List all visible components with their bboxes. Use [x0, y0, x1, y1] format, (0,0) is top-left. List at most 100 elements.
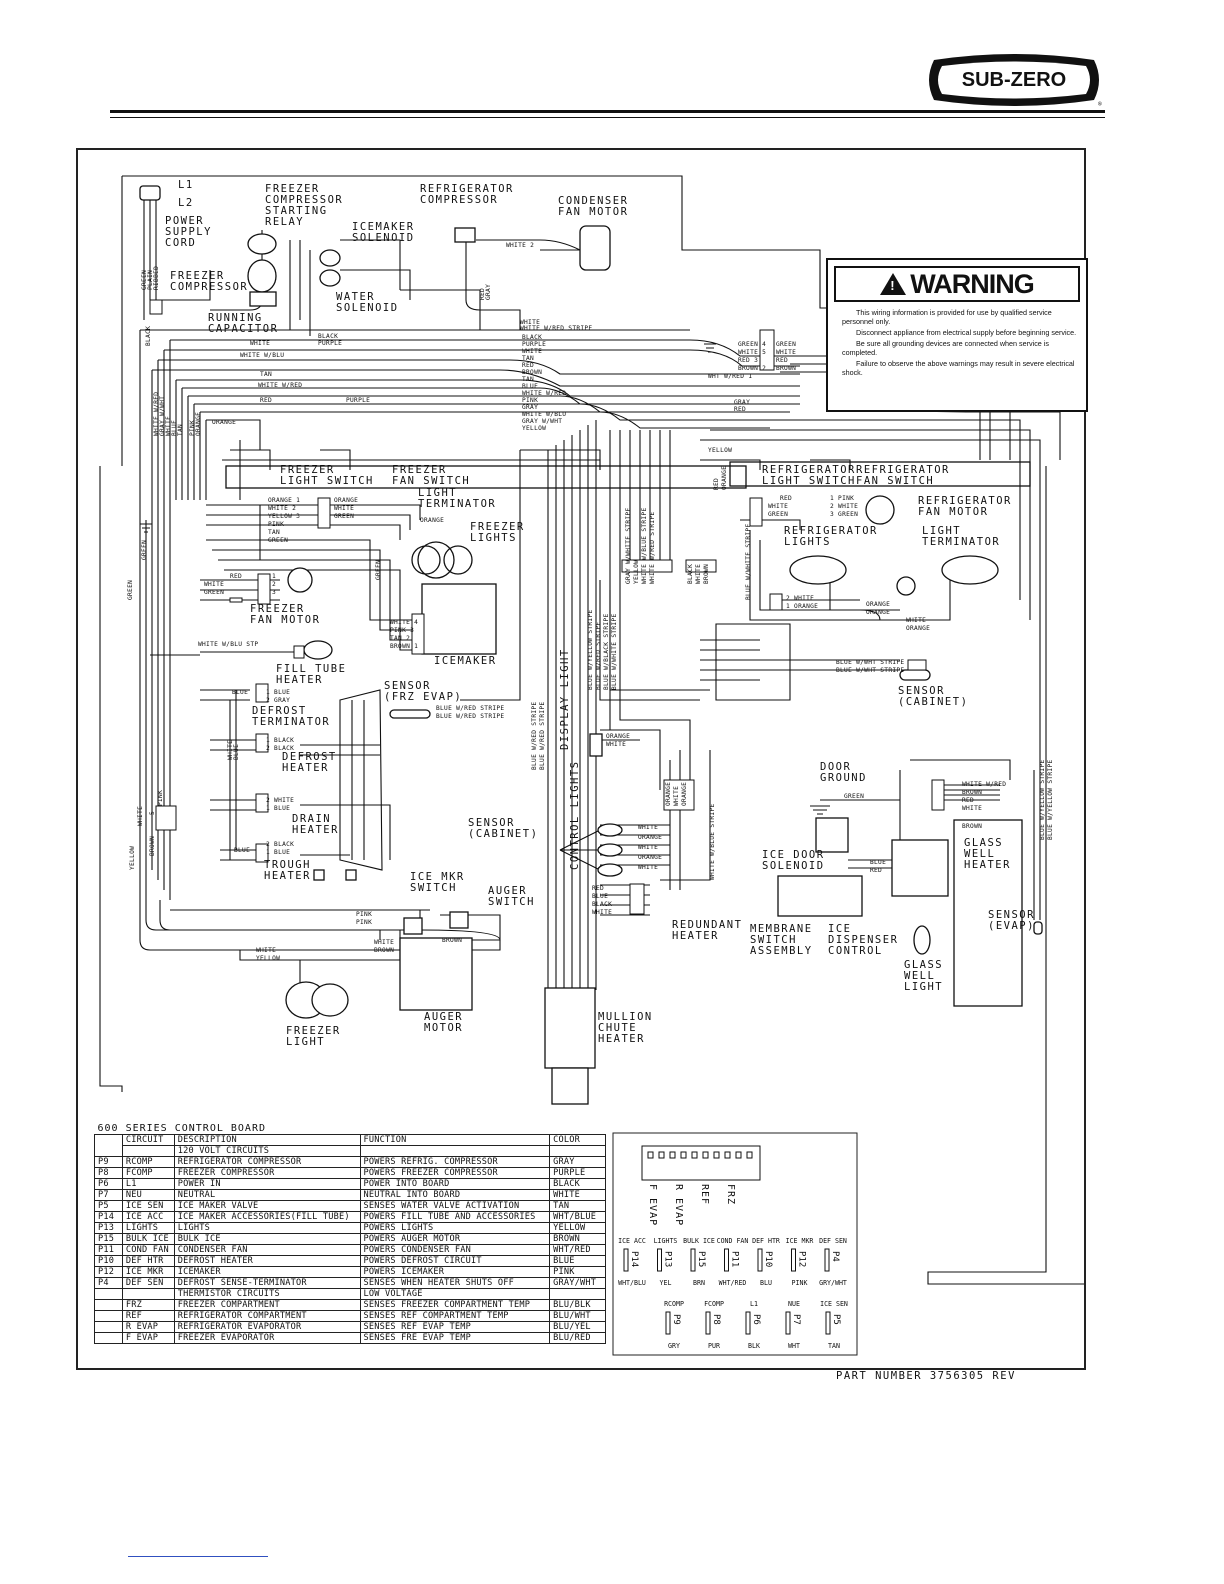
thermistor-label: F EVAP: [647, 1184, 658, 1226]
connector-pin: [680, 1151, 687, 1159]
sensor-cabinet-ref-2: (CABINET): [898, 696, 968, 708]
pin-terminal: [745, 1311, 751, 1335]
ref-fan-switch-1: REFRIGERATOR: [856, 464, 950, 476]
light-term-ref-2: TERMINATOR: [922, 536, 1000, 548]
pin-label: NUE: [788, 1300, 800, 1308]
defrost-terminator-2: TERMINATOR: [252, 716, 330, 728]
wire-label: GREEN: [375, 560, 382, 580]
wire-label: WHITE: [776, 349, 796, 356]
connector-plugs: [149, 299, 945, 915]
wire-label: 3 GREEN: [830, 511, 858, 518]
wire-label: WHITE W/BLU STP: [198, 641, 258, 648]
section-blank: [94, 1288, 123, 1300]
wire-label: WHITE: [906, 617, 926, 624]
redundant-heater-1: REDUNDANT: [672, 919, 742, 931]
wire-label: GREEN: [334, 513, 354, 520]
pin-id: P11: [730, 1251, 740, 1267]
connector-pin: [691, 1151, 698, 1159]
footer-link-underline[interactable]: [128, 1556, 268, 1557]
wire-label: YELLOW: [708, 447, 732, 454]
pin-terminal: [824, 1248, 830, 1272]
wire-label: GREEN: [141, 270, 148, 290]
table-cell: P15: [94, 1233, 123, 1245]
wire-label: RED: [479, 288, 486, 300]
membrane-switch-3: ASSEMBLY: [750, 945, 813, 957]
wire-label: WHITE 5: [738, 349, 766, 356]
pin-label: ICE SEN: [820, 1300, 848, 1308]
wire-label: BLUE W/RED STRIPE: [595, 622, 602, 690]
table-cell: FREEZER COMPRESSOR: [173, 1167, 361, 1179]
glass-well-heater-1: GLASS: [964, 837, 1003, 849]
wire-label: BLUE W/RED STRIPE: [436, 705, 504, 712]
wire-label: BLUE: [232, 689, 248, 696]
pin-color: BLU: [760, 1279, 772, 1287]
wire-label: YELLOW: [256, 955, 280, 962]
warning-header: ! WARNING: [834, 266, 1080, 302]
table-cell: NEUTRAL INTO BOARD: [359, 1189, 551, 1201]
pin-id: P5: [831, 1314, 841, 1325]
relay-label-1: FREEZER: [265, 183, 320, 195]
table-cell: SENSES WHEN HEATER SHUTS OFF: [359, 1277, 551, 1289]
pin-color: BRN: [693, 1279, 705, 1287]
l1-label: L1: [178, 179, 194, 191]
warning-box: ! WARNING This wiring information is pro…: [826, 258, 1088, 412]
wire-label: ORANGE: [606, 733, 630, 740]
pin-label: RCOMP: [664, 1300, 684, 1308]
wire-label: WHITE W/BLU: [522, 411, 566, 418]
wire-label: GRAY W/WHT: [159, 396, 166, 436]
pin-label: FCOMP: [704, 1300, 724, 1308]
sensor-frz-evap-1: SENSOR: [384, 680, 431, 692]
wire-label: BLACK: [592, 901, 612, 908]
wire-label: WHITE: [638, 844, 658, 851]
sensor-evap-1: SENSOR: [988, 909, 1035, 921]
freezer-light-switch-2: LIGHT SWITCH: [280, 475, 374, 487]
control-lights-label: CONTROL LIGHTS: [569, 760, 581, 870]
wire-label: WHITE W/RED: [153, 392, 160, 436]
wire-label: 2 BLACK: [266, 745, 294, 752]
section-blank: [549, 1145, 606, 1157]
wire-label: GRAY: [522, 404, 538, 411]
membrane-switch-2: SWITCH: [750, 934, 797, 946]
wire-label: 2 GRAY: [266, 697, 290, 704]
wire-label: BROWN 1: [390, 643, 418, 650]
component-shapes: [139, 185, 1043, 1105]
section-low-voltage: LOW VOLTAGE: [359, 1288, 551, 1300]
table-cell: COND FAN: [121, 1244, 175, 1256]
table-cell: POWERS CONDENSER FAN: [359, 1244, 551, 1256]
freezer-lights-1: FREEZER: [470, 521, 525, 533]
sensor-evap-2: (EVAP): [988, 920, 1035, 932]
table-cell: POWERS LIGHTS: [359, 1222, 551, 1234]
table-cell: [94, 1321, 123, 1333]
power-cord-label-2: SUPPLY: [165, 226, 212, 238]
ice-door-solenoid-2: SOLENOID: [762, 860, 825, 872]
table-cell: P11: [94, 1244, 123, 1256]
wire-label: BROWN: [374, 947, 394, 954]
wire-label: WHITE: [256, 947, 276, 954]
wire-label: PINK: [157, 790, 164, 806]
thermistor-label: R EVAP: [673, 1184, 684, 1226]
power-cord-label-1: POWER: [165, 215, 204, 227]
table-cell: POWERS FREEZER COMPRESSOR: [359, 1167, 551, 1179]
wire-label: BROWN 2: [738, 365, 766, 372]
wire-label: YELLOW: [522, 425, 546, 432]
trough-heater-1: TROUGH: [264, 859, 311, 871]
wire-label: WHITE: [638, 864, 658, 871]
table-cell: LIGHTS: [173, 1222, 361, 1234]
table-cell: POWERS DEFROST CIRCUIT: [359, 1255, 551, 1267]
pin-color: GRY: [668, 1342, 680, 1350]
pin-terminal: [724, 1248, 729, 1272]
wire-label: WHITE W/RED: [522, 390, 566, 397]
mullion-heater-2: CHUTE: [598, 1022, 637, 1034]
wire-label: WHITE W/BLU: [240, 352, 284, 359]
table-cell: GRAY/WHT: [549, 1277, 606, 1289]
wire-label: ORANGE: [721, 466, 728, 490]
wire-label: WHITE W/RED: [258, 382, 302, 389]
wire-label: PURPLE: [318, 340, 342, 347]
table-cell: POWERS FILL TUBE AND ACCESSORIES: [359, 1211, 551, 1223]
pin-label: DEF HTR: [752, 1237, 780, 1245]
